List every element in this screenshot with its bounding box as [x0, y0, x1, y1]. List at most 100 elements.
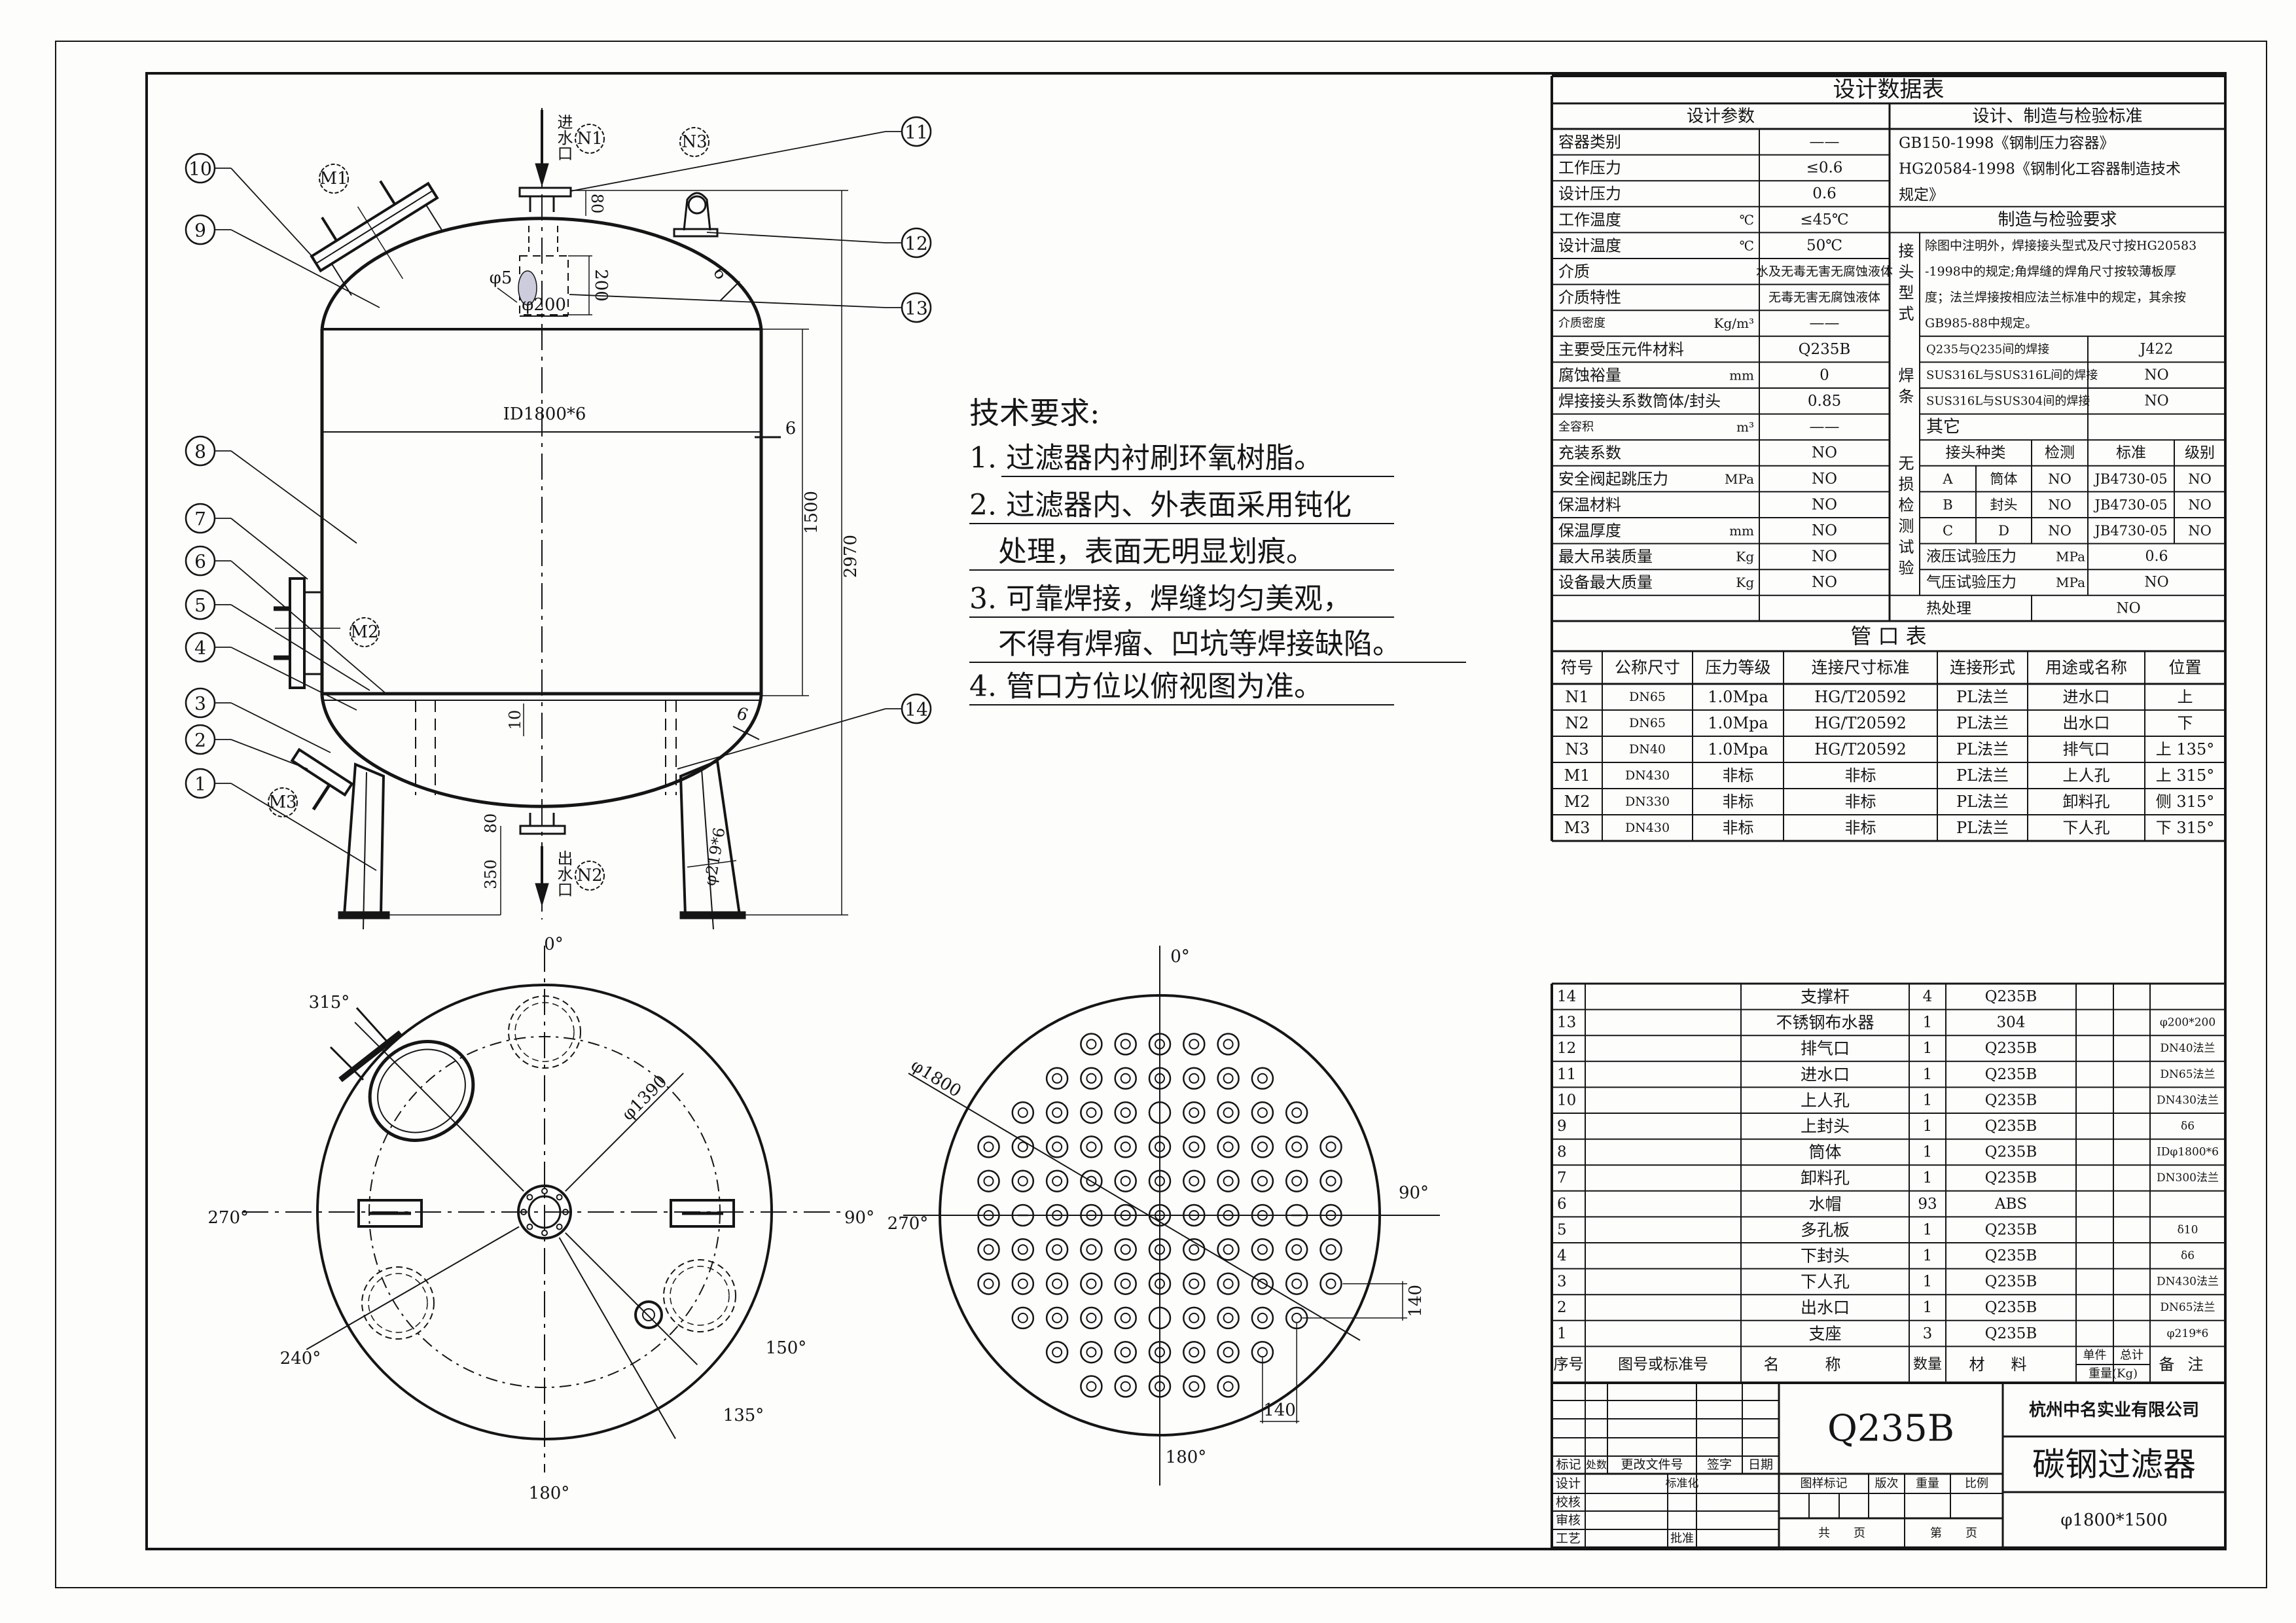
n3-lug-hole: [687, 195, 707, 215]
nozzle-cap: [1155, 1039, 1165, 1050]
leader-line: [230, 560, 387, 694]
nozzle-cap: [1086, 1141, 1097, 1152]
nozzle-cap-hole: [1114, 1033, 1137, 1056]
nozzle-cap-hole: [1285, 1101, 1308, 1124]
joint-type-text: 度；法兰焊接按相应法兰标准中的规定，其余按: [1925, 291, 2186, 305]
part-balloon: 11: [905, 122, 928, 143]
ndt-cell: D: [1998, 523, 2009, 539]
nozzle-cell: DN40: [1629, 742, 1666, 757]
nozzle-cap-hole: [1114, 1204, 1137, 1227]
nozzle-cell: 非标: [1845, 766, 1876, 785]
nozzle-cell: M1: [1564, 766, 1590, 785]
param-unit: Kg/m³: [1714, 315, 1754, 331]
dim-text: 200: [591, 269, 611, 302]
balloon-circle: [185, 768, 216, 799]
ndt-cell: 筒体: [1990, 471, 2018, 487]
nozzle-cap-hole: [1011, 1272, 1035, 1295]
nozzle-cap-hole: [1080, 1169, 1103, 1192]
approve-label: 批准: [1670, 1532, 1694, 1546]
param-value: ——: [1810, 134, 1840, 151]
title-block: 标记处数更改文件号签字日期设计校核审核工艺标准化批准Q235B图样标记版次重量比…: [1551, 1383, 2227, 1549]
parts-cell: ABS: [1994, 1196, 2027, 1213]
nozzle-table-title: 管 口 表: [1850, 624, 1926, 649]
balloon-circle: [185, 724, 216, 755]
nozzle-cap-hole: [1285, 1135, 1308, 1158]
parts-cell: 1: [1923, 1144, 1933, 1161]
part-balloon: 9: [194, 220, 206, 241]
part-balloon: 13: [905, 298, 928, 319]
nozzle-cap-hole: [1045, 1204, 1069, 1227]
parts-cell: 下人孔: [1801, 1272, 1850, 1291]
nozzle-cap: [1052, 1175, 1063, 1186]
nozzle-cap: [1017, 1278, 1028, 1289]
leader-line: [230, 702, 331, 753]
test-pressure-value: NO: [2144, 575, 2168, 591]
nozzle-tag: N2: [577, 866, 602, 885]
nozzle-tag: M2: [350, 622, 378, 642]
nozzle-cap-hole: [1251, 1238, 1274, 1261]
nozzle-cell: 下: [2178, 714, 2193, 732]
nozzle-header: 连接尺寸标准: [1811, 658, 1909, 677]
nozzle-cap: [1223, 1039, 1234, 1050]
nozzle-cap-hole: [1183, 1169, 1206, 1192]
part-balloon: 14: [905, 699, 928, 721]
test-pressure-value: 0.6: [2145, 548, 2168, 565]
heat-treatment-value: NO: [2116, 600, 2140, 616]
nozzle-cap-hole: [1011, 1306, 1035, 1330]
n1-flange: [518, 187, 572, 198]
welding-label: 焊条: [1895, 367, 1914, 409]
param-name: 设备最大质量: [1558, 573, 1653, 592]
drawing-title: 碳钢过滤器: [2032, 1446, 2196, 1484]
parts-cell: Q235B: [1985, 1247, 2037, 1264]
grid-line: [425, 204, 442, 230]
parts-cell: 水帽: [1808, 1194, 1841, 1213]
nozzle-cell: N1: [1565, 688, 1588, 706]
parts-cell: Q235B: [1985, 1169, 2037, 1186]
angle-label: 135°: [723, 1406, 764, 1425]
arrow-head: [535, 163, 549, 187]
parts-cell: Q235B: [1985, 988, 2037, 1005]
nozzle-cap: [1155, 1073, 1165, 1084]
balloon-circle: [901, 227, 932, 259]
nozzle-cap-hole: [1080, 1306, 1103, 1330]
radial-line: [558, 1237, 676, 1439]
parts-cell: 出水口: [1801, 1298, 1850, 1317]
nozzle-cap: [1120, 1141, 1131, 1152]
parts-cell: DN430法兰: [2157, 1094, 2219, 1107]
leader-line: [230, 783, 377, 871]
part-balloon: 7: [194, 508, 206, 530]
inlet-label: 进水口: [554, 114, 573, 161]
nozzle-cap-hole: [1217, 1375, 1240, 1398]
nozzle-cap: [1189, 1312, 1200, 1323]
dim-text: φ219*6: [700, 826, 728, 887]
part-balloon: 2: [194, 730, 206, 751]
nozzle-cap: [1223, 1073, 1234, 1084]
nozzle-cap: [1223, 1210, 1234, 1221]
parts-cell: 排气口: [1801, 1039, 1850, 1058]
welding-item: Q235与Q235间的焊接: [1926, 342, 2049, 356]
nozzle-cap-hole: [1114, 1067, 1137, 1090]
dim-text: 6: [709, 264, 731, 283]
leader-line: [230, 604, 370, 691]
angle-label: 240°: [280, 1349, 321, 1368]
nozzle-cell: 卸料孔: [2063, 793, 2110, 811]
param-value: 水及无毒无害无腐蚀液体: [1756, 264, 1893, 279]
parts-cell: 1: [1923, 1247, 1933, 1264]
bolt-hole: [526, 1194, 533, 1201]
welding-value: NO: [2144, 393, 2168, 410]
nozzle-cap: [1120, 1244, 1131, 1255]
nozzle-cap: [1052, 1347, 1063, 1358]
nozzle-cap: [1017, 1107, 1028, 1118]
nozzle-cap-hole: [1183, 1375, 1206, 1398]
leader-line: [677, 708, 886, 770]
parts-cell: 1: [1923, 1040, 1933, 1057]
nozzle-cap: [1086, 1175, 1097, 1186]
ndt-header: 接头种类: [1946, 444, 2006, 461]
parts-cell: Q235B: [1985, 1299, 2037, 1316]
requirements-header: 制造与检验要求: [1998, 210, 2117, 230]
nozzle-cap-hole: [1183, 1033, 1206, 1056]
side-pad: [357, 1199, 423, 1228]
nozzle-cell: 上: [2178, 688, 2193, 706]
